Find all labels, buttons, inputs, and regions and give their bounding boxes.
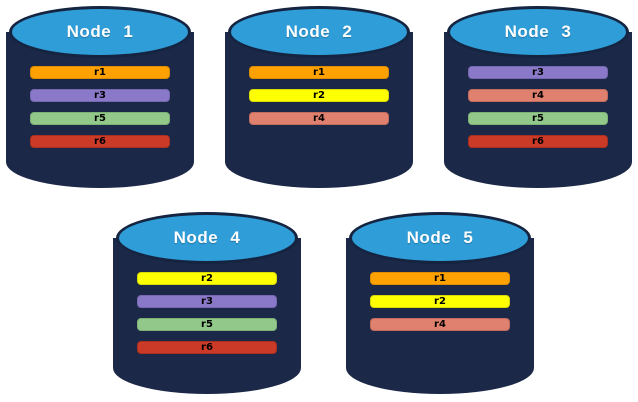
partition-list: r1 r3 r5 r6 [30, 66, 170, 158]
partition-bar: r4 [249, 112, 389, 125]
partition-bar: r3 [30, 89, 170, 102]
partition-label: r1 [94, 67, 106, 78]
node-cylinder-2: Node 2 r1 r2 r4 [225, 4, 413, 190]
partition-label: r1 [313, 67, 325, 78]
partition-bar: r3 [137, 295, 277, 308]
partition-label: r3 [201, 296, 213, 307]
partition-label: r6 [201, 342, 213, 353]
partition-label: r6 [94, 136, 106, 147]
node-cylinder-1: Node 1 r1 r3 r5 r6 [6, 4, 194, 190]
partition-list: r2 r3 r5 r6 [137, 272, 277, 364]
partition-bar: r5 [137, 318, 277, 331]
node-row-top: Node 1 r1 r3 r5 r6 Node 2 r1 r2 r4 N [6, 4, 632, 190]
node-title: Node 1 [66, 22, 134, 41]
cylinder-top: Node 1 [9, 6, 191, 58]
partition-label: r5 [532, 113, 544, 124]
node-row-bottom: Node 4 r2 r3 r5 r6 Node 5 r1 r2 r4 [113, 210, 534, 396]
node-title: Node 2 [285, 22, 353, 41]
cylinder-top: Node 4 [116, 212, 298, 264]
partition-bar: r3 [468, 66, 608, 79]
node-cylinder-3: Node 3 r3 r4 r5 r6 [444, 4, 632, 190]
partition-bar: r2 [370, 295, 510, 308]
partition-bar: r6 [468, 135, 608, 148]
partition-bar: r1 [249, 66, 389, 79]
node-title: Node 5 [406, 228, 474, 247]
partition-bar: r6 [137, 341, 277, 354]
partition-bar: r4 [370, 318, 510, 331]
partition-label: r4 [532, 90, 544, 101]
node-cylinder-5: Node 5 r1 r2 r4 [346, 210, 534, 396]
cylinder-top: Node 3 [447, 6, 629, 58]
partition-label: r2 [201, 273, 213, 284]
partition-bar: r1 [370, 272, 510, 285]
cylinder-body [346, 238, 534, 394]
cylinder-body [113, 238, 301, 394]
partition-bar: r2 [137, 272, 277, 285]
cylinder-body [444, 32, 632, 188]
partition-label: r2 [434, 296, 446, 307]
partition-label: r4 [313, 113, 325, 124]
partition-label: r5 [201, 319, 213, 330]
partition-list: r1 r2 r4 [249, 66, 389, 135]
partition-list: r1 r2 r4 [370, 272, 510, 341]
cylinder-body [225, 32, 413, 188]
partition-list: r3 r4 r5 r6 [468, 66, 608, 158]
node-cylinder-4: Node 4 r2 r3 r5 r6 [113, 210, 301, 396]
partition-bar: r6 [30, 135, 170, 148]
partition-label: r1 [434, 273, 446, 284]
partition-bar: r5 [468, 112, 608, 125]
partition-label: r3 [532, 67, 544, 78]
partition-label: r2 [313, 90, 325, 101]
partition-bar: r2 [249, 89, 389, 102]
partition-label: r4 [434, 319, 446, 330]
partition-bar: r1 [30, 66, 170, 79]
partition-label: r6 [532, 136, 544, 147]
node-title: Node 3 [504, 22, 572, 41]
partition-label: r3 [94, 90, 106, 101]
partition-label: r5 [94, 113, 106, 124]
partition-bar: r5 [30, 112, 170, 125]
cylinder-top: Node 5 [349, 212, 531, 264]
node-title: Node 4 [173, 228, 241, 247]
cylinder-top: Node 2 [228, 6, 410, 58]
partition-bar: r4 [468, 89, 608, 102]
cylinder-body [6, 32, 194, 188]
